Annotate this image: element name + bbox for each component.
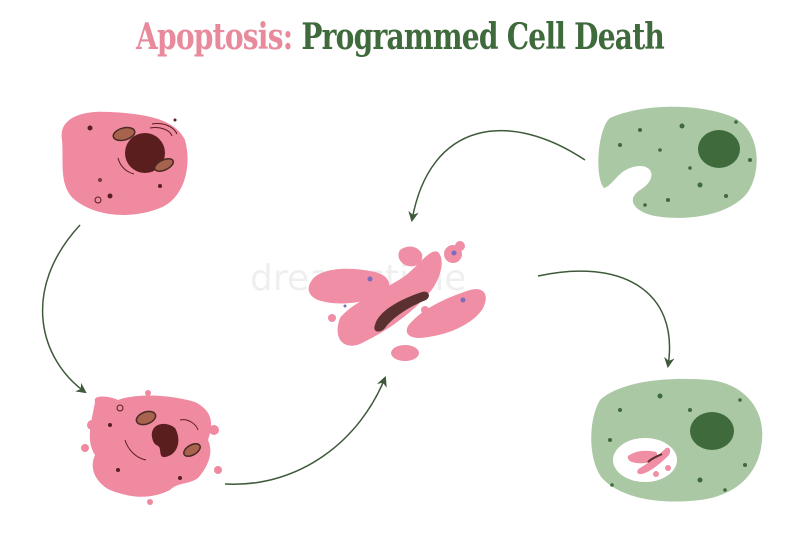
mitochondrion [112,126,136,142]
apoptotic-cell [81,390,222,505]
cell-nucleus [125,133,165,173]
title-apoptosis: Apoptosis: [135,16,293,58]
healthy-cell [61,111,188,215]
page-title: Apoptosis: Programmed Cell Death [88,16,712,58]
arrow-apoptotic-to-bodies [224,376,387,485]
phagocyte [598,106,757,218]
arrow-phagocyte-to-bodies [408,130,586,223]
fragmented-nucleus [151,423,179,458]
arrow-bodies-to-engulfment [537,270,675,369]
phagocyte-engulfed [591,378,763,502]
mitochondrion [183,443,201,457]
title-programmed-cell-death: Programmed Cell Death [301,16,665,58]
mitochondrion [135,410,157,426]
nuclear-fragment [374,291,429,332]
arrow-healthy-to-apoptotic [41,224,87,394]
phagocyte-nucleus [690,412,734,450]
phagocyte-nucleus [698,130,740,168]
mitochondrion [153,158,175,172]
apoptotic-bodies [308,241,486,361]
